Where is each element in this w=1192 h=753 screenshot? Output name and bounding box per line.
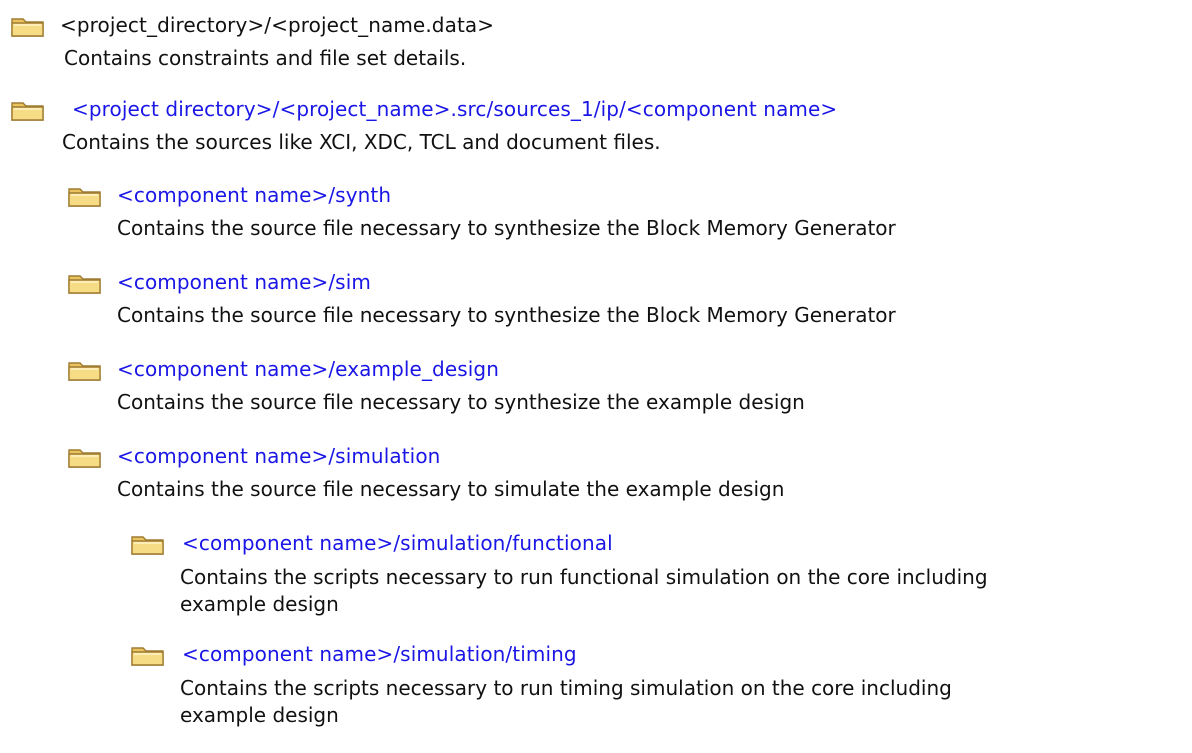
directory-entry-header: <component name>/simulation/functional	[130, 530, 988, 558]
directory-entry-sim: <component name>/sim Contains the source…	[67, 269, 896, 329]
directory-description-line: example design	[180, 703, 339, 727]
directory-path: <project_directory>/<project_name.data>	[60, 13, 495, 37]
directory-entry-header: <component name>/simulation/timing	[130, 641, 952, 669]
directory-entry-simulation: <component name>/simulation Contains the…	[67, 443, 784, 503]
directory-path-link[interactable]: <component name>/example_design	[117, 357, 500, 381]
directory-entry-header: <component name>/simulation	[67, 443, 784, 471]
directory-path-link[interactable]: <project directory>/<project_name>.src/s…	[72, 97, 838, 121]
directory-description-line: Contains the scripts necessary to run fu…	[180, 565, 988, 589]
directory-description: Contains constraints and file set detail…	[64, 46, 467, 70]
directory-description-line: example design	[180, 592, 339, 616]
directory-path-link[interactable]: <component name>/simulation/functional	[182, 531, 613, 555]
directory-path-link[interactable]: <component name>/simulation/timing	[182, 642, 577, 666]
directory-entry-header: <component name>/synth	[67, 182, 896, 210]
folder-icon	[67, 445, 103, 469]
directory-description-line: Contains the scripts necessary to run ti…	[180, 676, 952, 700]
folder-icon	[10, 98, 46, 122]
directory-path-link[interactable]: <component name>/simulation	[117, 444, 441, 468]
directory-description: Contains the source file necessary to sy…	[117, 303, 896, 327]
directory-entry-header: <project_directory>/<project_name.data>	[10, 12, 494, 40]
folder-icon	[10, 14, 46, 38]
directory-description: Contains the source file necessary to sy…	[117, 216, 896, 240]
directory-description: Contains the sources like XCI, XDC, TCL …	[62, 130, 661, 154]
directory-description: Contains the source file necessary to si…	[117, 477, 785, 501]
directory-entry-simulation-timing: <component name>/simulation/timing Conta…	[130, 641, 952, 729]
directory-entry-header: <project directory>/<project_name>.src/s…	[10, 96, 837, 124]
directory-description: Contains the source file necessary to sy…	[117, 390, 805, 414]
folder-icon	[130, 532, 166, 556]
folder-icon	[67, 184, 103, 208]
directory-description: Contains the scripts necessary to run ti…	[180, 675, 952, 729]
directory-entry-simulation-functional: <component name>/simulation/functional C…	[130, 530, 988, 618]
directory-description: Contains the scripts necessary to run fu…	[180, 564, 988, 618]
directory-entry-example-design: <component name>/example_design Contains…	[67, 356, 805, 416]
directory-entry-project-data: <project_directory>/<project_name.data> …	[10, 12, 494, 72]
directory-path-link[interactable]: <component name>/synth	[117, 183, 392, 207]
directory-entry-component-root: <project directory>/<project_name>.src/s…	[10, 96, 837, 156]
directory-path-link[interactable]: <component name>/sim	[117, 270, 371, 294]
directory-entry-synth: <component name>/synth Contains the sour…	[67, 182, 896, 242]
folder-icon	[67, 271, 103, 295]
directory-entry-header: <component name>/sim	[67, 269, 896, 297]
directory-entry-header: <component name>/example_design	[67, 356, 805, 384]
folder-icon	[67, 358, 103, 382]
folder-icon	[130, 643, 166, 667]
